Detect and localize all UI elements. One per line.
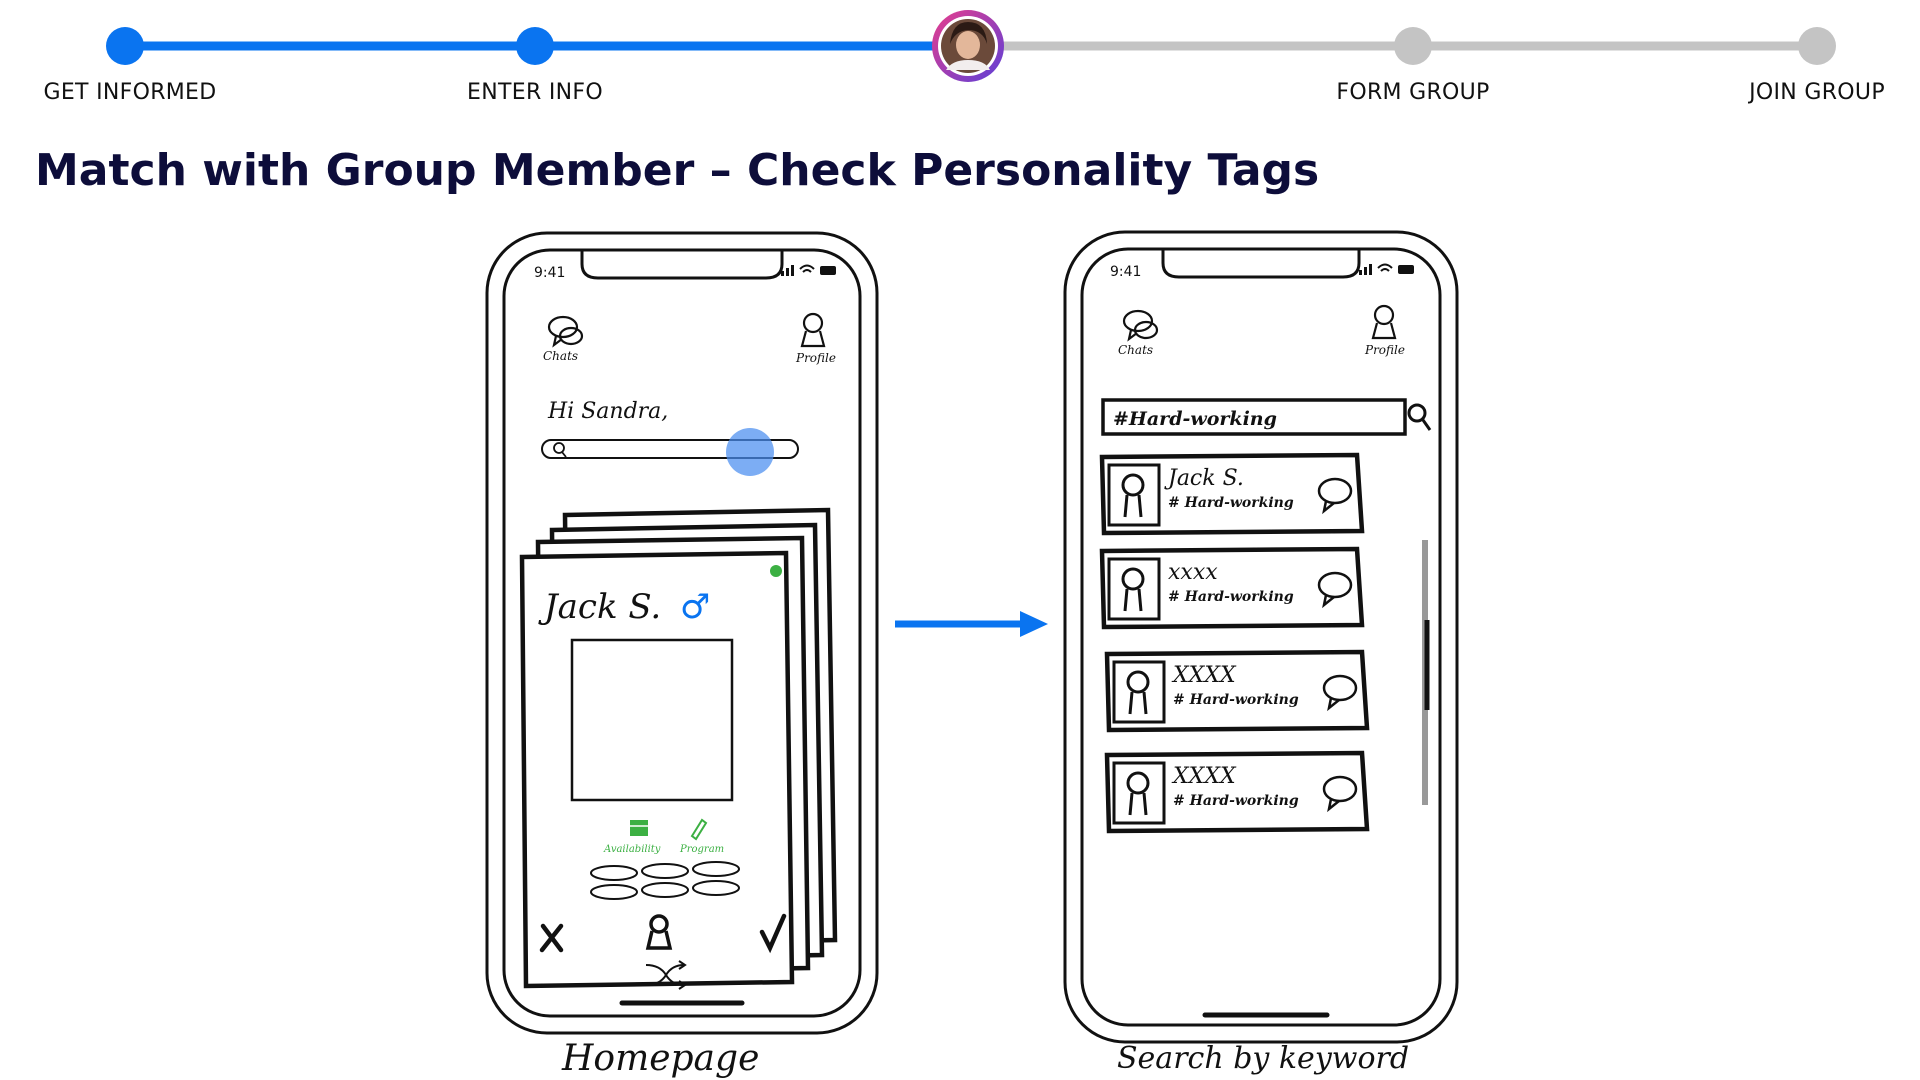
status-signal-icon	[1359, 264, 1372, 275]
phone-outer-frame	[485, 231, 879, 1035]
result-avatar-icon	[1112, 761, 1166, 825]
search-icon	[553, 442, 565, 454]
result-card[interactable]: XXXX # Hard-working	[1104, 649, 1370, 733]
accept-button[interactable]	[759, 913, 787, 954]
result-name: XXXX	[1171, 764, 1237, 789]
homepage-caption: Homepage	[561, 1038, 759, 1079]
card-photo	[570, 638, 734, 802]
search-bar[interactable]	[541, 439, 799, 459]
status-wifi-icon	[1377, 263, 1393, 272]
search-value: #Hard-working	[1113, 408, 1277, 430]
result-scrollbar[interactable]	[1422, 540, 1430, 805]
step-label-form-group: FORM GROUP	[1336, 80, 1490, 105]
step-dot-form-group[interactable]	[1394, 27, 1432, 65]
search-icon[interactable]	[1407, 403, 1432, 431]
flow-arrow	[895, 611, 1048, 637]
greeting-text: Hi Sandra,	[547, 399, 668, 424]
phone-notch	[580, 250, 784, 280]
step-label-get-informed: GET INFORMED	[43, 80, 217, 105]
online-status-dot	[770, 565, 782, 577]
profile-icon[interactable]	[1371, 304, 1397, 340]
result-card[interactable]: XXXX # Hard-working	[1104, 750, 1370, 834]
step-dot-get-informed[interactable]	[106, 27, 144, 65]
step-dot-join-group[interactable]	[1798, 27, 1836, 65]
result-tag: # Hard-working	[1173, 793, 1299, 809]
shuffle-icon[interactable]	[645, 960, 687, 990]
result-chat-icon[interactable]	[1317, 477, 1353, 515]
status-battery-icon	[1398, 265, 1414, 274]
chats-icon[interactable]	[547, 315, 584, 348]
search-caption: Search by keyword	[1117, 1041, 1409, 1076]
profile-label: Profile	[795, 351, 836, 365]
reject-button[interactable]	[539, 923, 564, 953]
result-tag: # Hard-working	[1173, 692, 1299, 708]
tag-pill-grid	[590, 861, 740, 900]
step-dot-enter-info[interactable]	[516, 27, 554, 65]
result-chat-icon[interactable]	[1322, 674, 1358, 712]
step-label-enter-info: ENTER INFO	[467, 80, 603, 105]
status-signal-icon	[781, 265, 794, 276]
view-profile-button[interactable]	[645, 914, 673, 950]
step-label-join-group: JOIN GROUP	[1749, 80, 1885, 105]
homepage-phone-sketch: 9:41 Chats Profile Hi Sandra,	[485, 231, 879, 1079]
result-avatar-icon	[1107, 557, 1161, 621]
result-name: Jack S.	[1164, 466, 1244, 491]
result-card[interactable]: Jack S. # Hard-working	[1099, 452, 1365, 536]
chats-icon[interactable]	[1122, 309, 1159, 342]
result-avatar-icon	[1107, 463, 1161, 527]
result-tag: # Hard-working	[1168, 495, 1294, 511]
result-name: XXXX	[1171, 663, 1237, 688]
tap-indicator	[726, 428, 774, 476]
status-time: 9:41	[1110, 264, 1141, 280]
calendar-icon	[630, 820, 648, 836]
status-wifi-icon	[799, 264, 815, 273]
profile-icon[interactable]	[800, 312, 826, 348]
profile-label: Profile	[1364, 343, 1405, 357]
phone-inner-frame	[502, 248, 862, 1018]
chats-label: Chats	[1118, 343, 1153, 357]
progress-tracker	[106, 10, 1836, 82]
result-tag: # Hard-working	[1168, 589, 1294, 605]
avatar-shoulders	[946, 60, 990, 70]
gender-male-icon: ♂	[680, 587, 710, 627]
card-name: Jack S.	[538, 587, 661, 627]
result-chat-icon[interactable]	[1322, 775, 1358, 813]
result-name: xxxx	[1168, 560, 1218, 585]
result-card[interactable]: xxxx # Hard-working	[1099, 546, 1365, 630]
keyword-search-input[interactable]: #Hard-working	[1101, 398, 1407, 436]
status-battery-icon	[820, 266, 836, 275]
phone-notch	[1161, 249, 1361, 279]
page-title: Match with Group Member – Check Personal…	[35, 145, 1320, 196]
search-phone-sketch: 9:41 Chats Profile #Hard-working	[1063, 230, 1459, 1076]
phone-outer-frame	[1063, 230, 1459, 1044]
chats-label: Chats	[543, 349, 578, 363]
phone-inner-frame	[1080, 247, 1442, 1027]
result-chat-icon[interactable]	[1317, 571, 1353, 609]
avatar-face	[956, 31, 980, 59]
avatar-hair	[950, 22, 987, 44]
step-current-avatar[interactable]	[932, 10, 1004, 82]
program-label: Program	[679, 844, 724, 855]
availability-label: Availability	[603, 844, 661, 855]
pencil-icon	[690, 818, 708, 841]
result-avatar-icon	[1112, 660, 1166, 724]
status-time: 9:41	[534, 265, 565, 281]
